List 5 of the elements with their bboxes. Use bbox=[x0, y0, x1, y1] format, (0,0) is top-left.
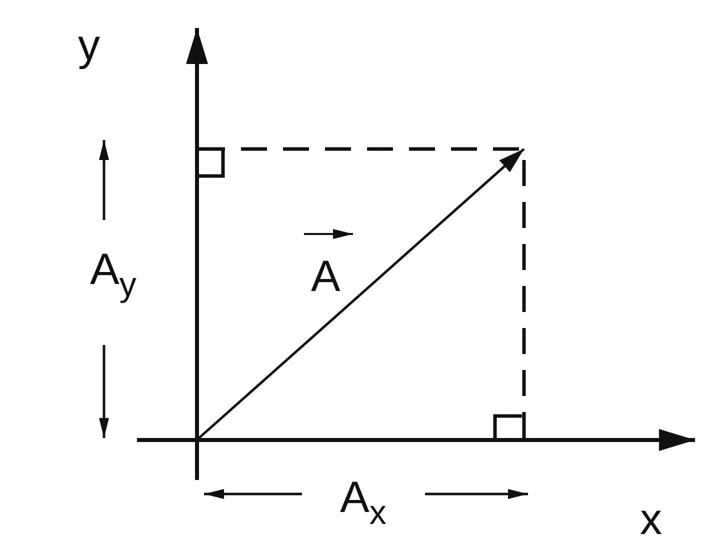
vector-label: A bbox=[311, 255, 340, 299]
component-label: A$_{x}$ bbox=[340, 476, 386, 530]
axis-label: y bbox=[78, 24, 100, 68]
axis-label: x bbox=[640, 498, 662, 542]
component-label: A$_{y}$ bbox=[90, 248, 136, 302]
